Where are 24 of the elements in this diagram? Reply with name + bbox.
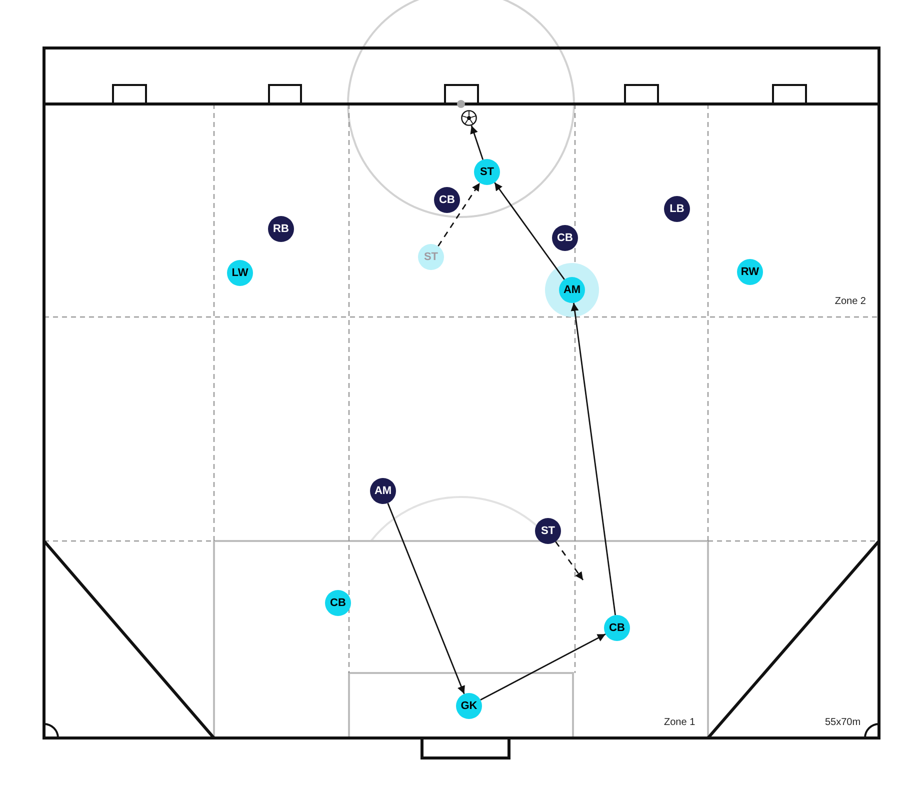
player-token: ST bbox=[418, 244, 444, 270]
ball-icon bbox=[461, 110, 477, 126]
zone-label: Zone 1 bbox=[664, 717, 696, 729]
player-token: CB bbox=[604, 615, 630, 641]
player-token: AM bbox=[370, 478, 396, 504]
player-token: ST bbox=[535, 518, 561, 544]
run-arrow bbox=[555, 541, 584, 580]
player-token: CB bbox=[434, 187, 460, 213]
player-token: CB bbox=[552, 225, 578, 251]
pass-arrow bbox=[480, 633, 606, 701]
pass-arrow bbox=[494, 182, 565, 280]
zone-label: Zone 2 bbox=[834, 296, 866, 308]
pass-arrow bbox=[470, 125, 484, 160]
player-token: CB bbox=[325, 590, 351, 616]
player-token: GK bbox=[456, 693, 482, 719]
run-arrow bbox=[438, 182, 480, 246]
player-token: LB bbox=[664, 196, 690, 222]
player-token: RW bbox=[737, 259, 763, 285]
pitch-size-label: 55x70m bbox=[825, 717, 861, 729]
pass-arrow bbox=[387, 502, 465, 694]
pass-arrow bbox=[570, 302, 616, 616]
player-token: RB bbox=[268, 216, 294, 242]
player-token: LW bbox=[227, 260, 253, 286]
player-token: ST bbox=[474, 159, 500, 185]
